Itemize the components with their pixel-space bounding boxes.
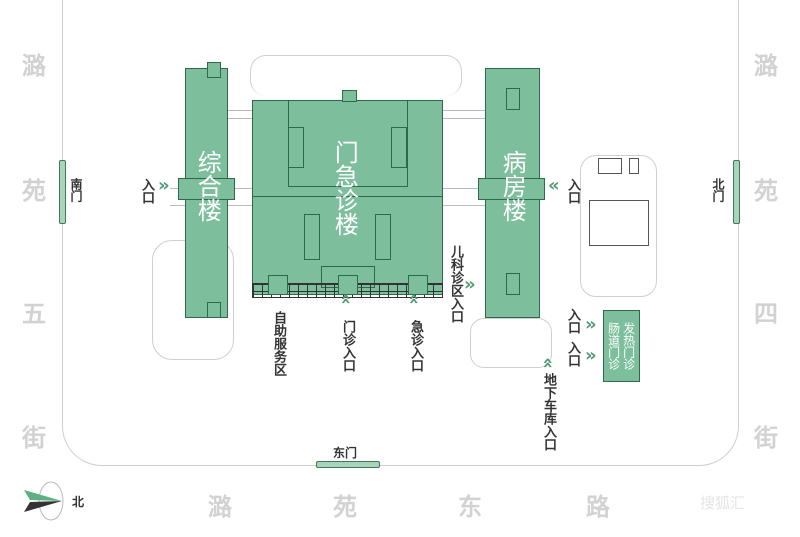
south-street-char: 路 <box>586 493 610 521</box>
east-gate-label: 东门 <box>333 446 358 460</box>
south-gate-bar <box>59 160 66 224</box>
general-building-wing <box>178 178 235 200</box>
fever-clinic-label: 发热门诊 <box>621 322 636 370</box>
campus-boundary <box>62 0 739 466</box>
general-building-label: 综合楼 <box>193 150 222 222</box>
outpatient-entrance-block <box>268 275 288 295</box>
outpatient-core <box>375 214 391 260</box>
south-street-char: 潞 <box>208 493 232 521</box>
ward-building-label: 病房楼 <box>498 150 527 222</box>
north-gate-bar <box>733 160 740 224</box>
ward-entrance-label: 入口 <box>565 178 580 204</box>
east-street-char: 潞 <box>754 52 778 80</box>
general-building-part <box>207 62 221 78</box>
chevron-right-icon: » <box>464 274 476 295</box>
south-street-char: 东 <box>458 493 482 521</box>
east-street-char: 街 <box>754 424 778 452</box>
fever-entrance-label: 入口 <box>565 308 580 334</box>
chevron-right-icon: » <box>585 314 597 335</box>
general-entrance-label: 入口 <box>139 178 154 204</box>
parking-box <box>629 158 639 174</box>
west-street-char: 苑 <box>22 177 46 205</box>
west-street-char: 潞 <box>22 52 46 80</box>
inner-road <box>250 55 462 96</box>
outpatient-building-label: 门急诊楼 <box>330 140 359 236</box>
outpatient-divider <box>252 196 443 197</box>
ward-building-part <box>506 273 520 295</box>
parking-box <box>589 200 649 246</box>
outpatient-wing <box>288 100 408 187</box>
south-gate-label: 南门 <box>69 178 83 202</box>
north-gate-label: 北门 <box>711 178 725 202</box>
outpatient-core <box>304 214 320 260</box>
ward-building-wing <box>478 178 545 200</box>
east-street-char: 苑 <box>754 177 778 205</box>
watermark: 搜狐汇 <box>700 494 746 512</box>
chevron-right-icon: » <box>158 175 170 196</box>
west-street-char: 五 <box>22 300 46 328</box>
compass-north-label: 北 <box>72 495 85 509</box>
intestinal-clinic-label: 肠道门诊 <box>606 322 621 370</box>
south-street-char: 苑 <box>333 493 357 521</box>
compass-icon <box>24 481 64 521</box>
outpatient-entrance-block <box>408 275 428 295</box>
chevron-up-icon: » <box>334 293 356 305</box>
east-gate-bar <box>316 461 380 468</box>
parking-box <box>598 158 622 174</box>
outpatient-top-block <box>342 90 357 102</box>
fever-clinic-building[interactable] <box>603 310 640 382</box>
west-street-char: 街 <box>22 424 46 452</box>
outpatient-core <box>288 127 304 168</box>
intestinal-entrance-label: 入口 <box>565 341 580 367</box>
chevron-up-icon: » <box>536 357 558 369</box>
emergency-entrance-label: 急诊入口 <box>408 320 423 372</box>
inner-road <box>470 318 552 368</box>
garage-entrance-label: 地下车库入口 <box>541 373 556 451</box>
self-service-label: 自助服务区 <box>271 311 286 376</box>
east-street-char: 四 <box>754 300 778 328</box>
outpatient-core <box>391 127 407 168</box>
outpatient-entrance-block <box>338 275 358 295</box>
general-building-part <box>207 302 221 318</box>
ward-building-part <box>506 88 520 110</box>
inner-road <box>580 155 657 297</box>
chevron-right-icon: » <box>585 345 597 366</box>
chevron-up-icon: » <box>402 293 424 305</box>
chevron-left-icon: « <box>548 175 560 196</box>
pediatric-entrance-label: 儿科诊区入口 <box>448 245 463 323</box>
outpatient-entrance-label: 门诊入口 <box>340 320 355 372</box>
